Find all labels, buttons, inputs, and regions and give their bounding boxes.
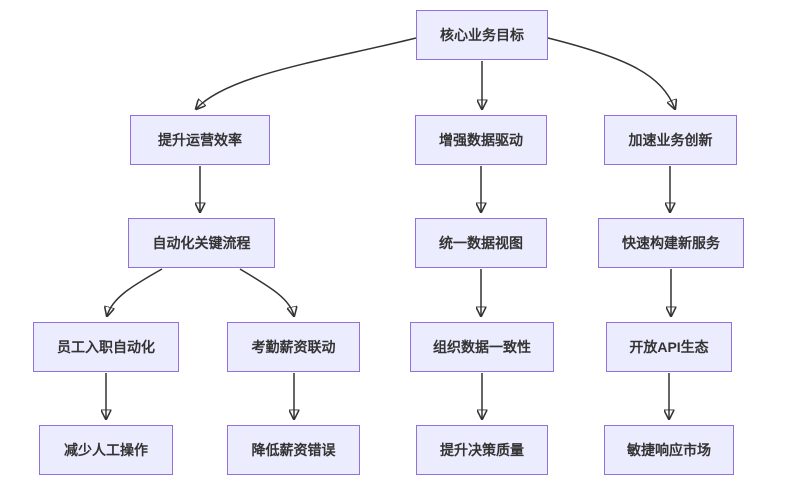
node-enhance-data-driven: 增强数据驱动 <box>415 115 547 165</box>
node-employee-onboarding-automation: 员工入职自动化 <box>33 322 179 372</box>
node-automate-key-processes: 自动化关键流程 <box>128 218 275 268</box>
edge-core-to-innovation <box>547 37 675 109</box>
node-build-new-services-fast: 快速构建新服务 <box>598 218 744 268</box>
edge-automation-to-attendance <box>239 268 294 316</box>
edge-automation-to-onboarding <box>107 268 163 316</box>
edge-core-to-efficiency <box>196 37 417 109</box>
node-agile-market-response: 敏捷响应市场 <box>604 425 734 475</box>
node-accelerate-business-innovation: 加速业务创新 <box>604 115 737 165</box>
node-reduce-payroll-errors: 降低薪资错误 <box>227 425 360 475</box>
node-improve-decision-quality: 提升决策质量 <box>416 425 548 475</box>
node-open-api-ecosystem: 开放API生态 <box>606 322 732 372</box>
node-improve-operational-efficiency: 提升运营效率 <box>130 115 270 165</box>
node-reduce-manual-operations: 减少人工操作 <box>39 425 173 475</box>
node-attendance-payroll-linkage: 考勤薪资联动 <box>227 322 360 372</box>
node-org-data-consistency: 组织数据一致性 <box>410 322 554 372</box>
node-unified-data-view: 统一数据视图 <box>415 218 547 268</box>
node-core-business-goal: 核心业务目标 <box>416 10 548 60</box>
